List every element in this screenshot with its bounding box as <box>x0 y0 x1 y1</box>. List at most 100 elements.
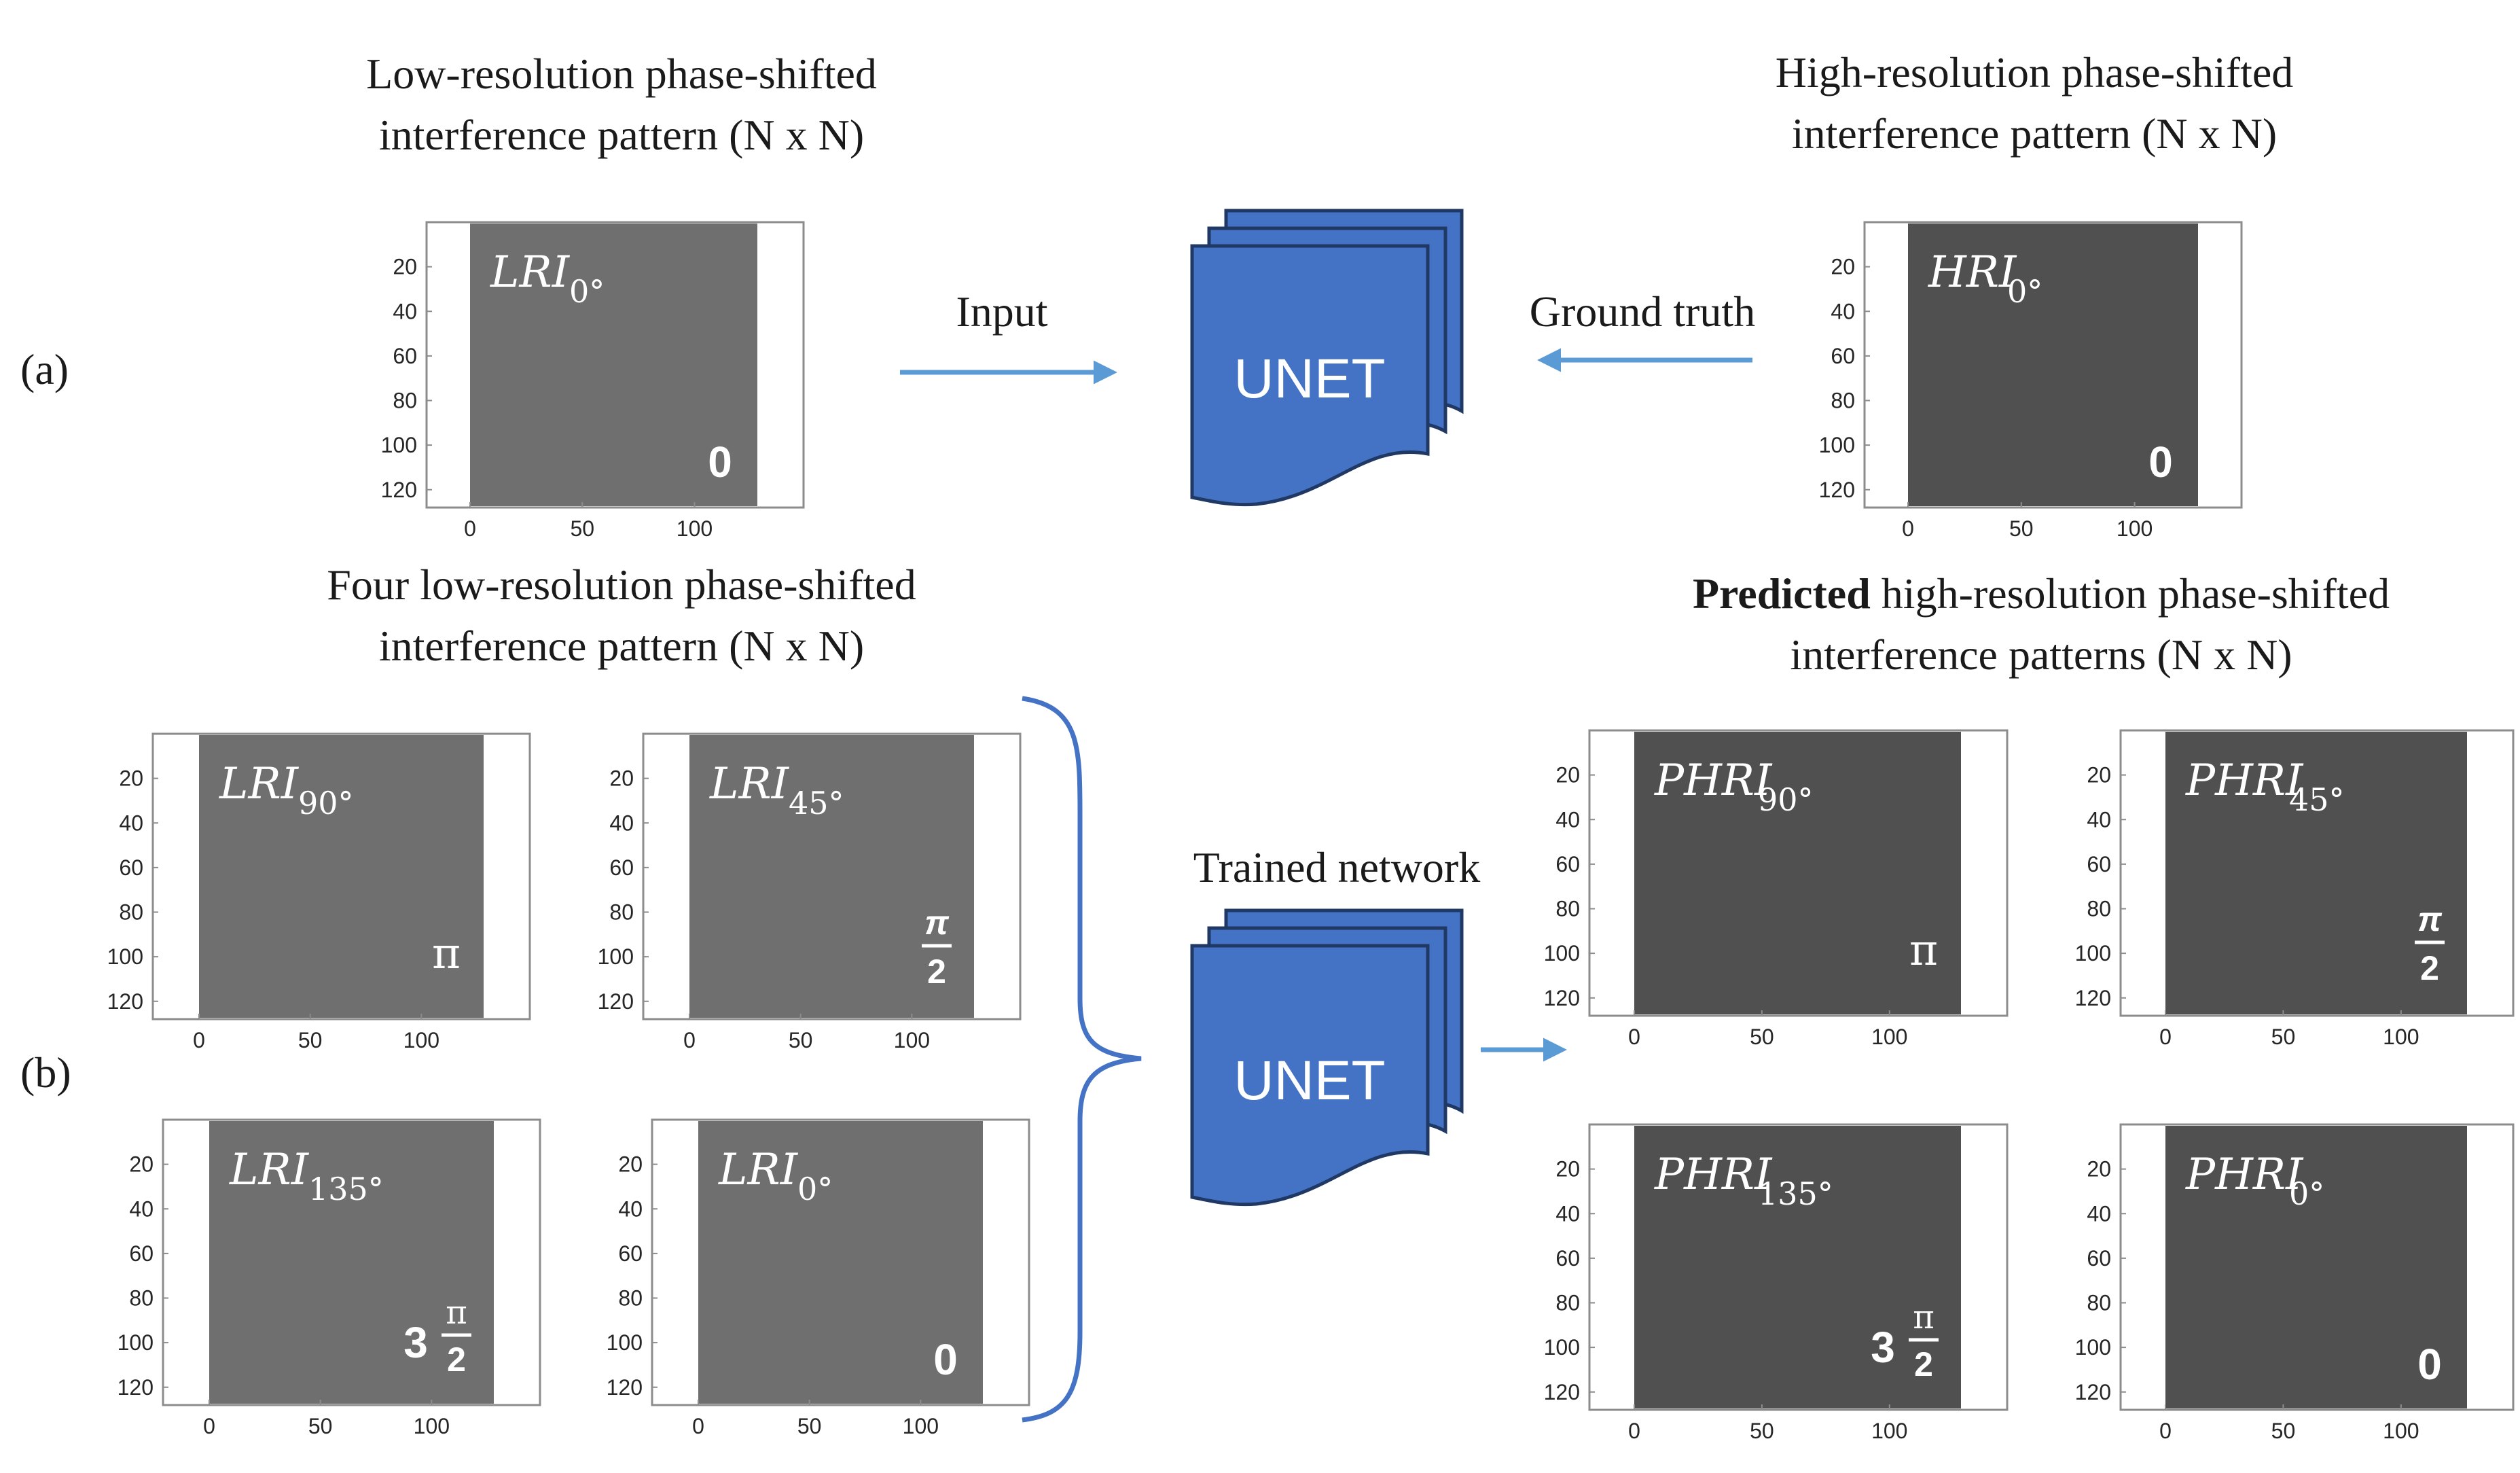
heading-lr-line1: Low-resolution phase-shifted <box>366 50 877 98</box>
plot-b-ph135-ytick-label: 100 <box>1544 1335 1580 1360</box>
plot-b-ph45-xtick-label: 0 <box>2159 1025 2172 1049</box>
plot-b-lr45-ytick-label: 60 <box>609 855 634 880</box>
heading-predicted-rest: high-resolution phase-shifted <box>1871 569 2390 618</box>
plot-a-lr-xtick-label: 0 <box>464 516 476 541</box>
plot-a-hr-ytick-label: 20 <box>1831 255 1855 279</box>
plot-b-ph135-overlay-name: PHRI <box>1654 1150 1773 1200</box>
plot-b-lr135-overlay-sub: 135° <box>308 1171 384 1207</box>
panel-label-a: (a) <box>20 345 69 393</box>
plot-a-lr-xtick-label: 50 <box>570 516 594 541</box>
plot-a-hr-ytick-label: 80 <box>1831 389 1855 413</box>
plot-b-ph90-ytick-label: 40 <box>1555 807 1580 832</box>
plot-b-lr90-ytick-label: 100 <box>107 944 143 969</box>
plot-b-ph45-overlay-sub: 45° <box>2289 781 2345 818</box>
plot-b-ph0-ytick-label: 20 <box>2087 1157 2111 1182</box>
plot-b-ph0-xtick-label: 0 <box>2159 1419 2172 1443</box>
plot-b-lr135-ytick-label: 100 <box>118 1330 154 1355</box>
plot-b-lr90-ytick-label: 120 <box>107 989 143 1014</box>
plot-a-hr-ytick-label: 40 <box>1831 299 1855 323</box>
plot-b-ph135-ytick-label: 120 <box>1544 1380 1580 1404</box>
plot-b-lr0-xtick-label: 100 <box>903 1414 939 1438</box>
heading-four-line1: Four low-resolution phase-shifted <box>327 561 916 609</box>
plot-a-lr-ytick-label: 80 <box>393 389 417 413</box>
plot-a-hr-ytick-label: 60 <box>1831 344 1855 368</box>
plot-b-ph90-overlay-sub: 90° <box>1758 781 1814 818</box>
plot-b-lr90-xtick-label: 50 <box>298 1028 323 1052</box>
plot-b-lr0-texture <box>698 1121 983 1404</box>
plot-a-hr-phase: 0 <box>2148 438 2173 486</box>
plot-b-lr135-xtick-label: 100 <box>414 1414 450 1438</box>
plot-b-ph0-ytick-label: 60 <box>2087 1246 2111 1271</box>
plot-b-lr45-ytick-label: 20 <box>609 766 634 791</box>
unet-block-top: UNET <box>1190 209 1464 507</box>
plot-b-lr90-texture <box>199 735 484 1018</box>
plot-b-ph45-ytick-label: 100 <box>2075 941 2111 965</box>
plot-b-lr0-ytick-label: 80 <box>618 1286 643 1311</box>
plot-b-lr45-ytick-label: 40 <box>609 811 634 835</box>
plot-b-ph0-overlay-sub: 0° <box>2289 1175 2324 1212</box>
plot-a-lr-texture <box>470 224 757 506</box>
plot-b-lr135-ytick-label: 40 <box>129 1196 154 1221</box>
plot-b-ph135-ytick-label: 80 <box>1555 1291 1580 1315</box>
plot-b-ph45-xtick-label: 50 <box>2271 1025 2296 1049</box>
plot-b-lr135-phase-num: π <box>446 1294 467 1332</box>
plot-b-ph45-phase-num: π <box>2417 900 2443 938</box>
unet-block-bottom: UNET <box>1190 908 1464 1207</box>
plot-b-lr135-overlay-name: LRI <box>229 1145 310 1195</box>
plot-b-lr45-ytick-label: 80 <box>609 900 634 925</box>
plot-b-ph0-texture <box>2165 1126 2467 1408</box>
plot-b-lr0-phase: 0 <box>933 1335 958 1384</box>
plot-b-lr0-ytick-label: 60 <box>618 1241 643 1266</box>
plot-b-ph135-ytick-label: 20 <box>1555 1157 1580 1182</box>
plot-b-ph90-texture <box>1634 732 1961 1014</box>
plot-b-ph0-ytick-label: 120 <box>2075 1380 2111 1404</box>
plot-a-lr-ytick-label: 20 <box>393 255 417 279</box>
plot-b-lr90-ytick-label: 60 <box>119 855 143 880</box>
plot-b-lr0-ytick-label: 120 <box>607 1375 643 1400</box>
plot-a-lr-ytick-label: 100 <box>381 433 417 457</box>
heading-lr-line2: interference pattern (N x N) <box>379 111 864 159</box>
plot-b-ph45-ytick-label: 40 <box>2087 807 2111 832</box>
plot-b-lr90-ytick-label: 20 <box>119 766 143 791</box>
plot-b-ph90-ytick-label: 100 <box>1544 941 1580 965</box>
heading-predicted-line1: Predicted high-resolution phase-shifted <box>1693 569 2390 618</box>
plot-b-lr135-ytick-label: 60 <box>129 1241 154 1266</box>
plot-a-hr-xtick-label: 100 <box>2117 516 2153 541</box>
plot-a-hr-ytick-label: 120 <box>1819 478 1855 502</box>
plot-b-ph90-ytick-label: 120 <box>1544 986 1580 1010</box>
plot-b-ph135-phase-coef: 3 <box>1871 1323 1895 1372</box>
plot-a-lr-overlay-sub: 0° <box>569 273 605 310</box>
plot-b-ph135-phase-num: π <box>1913 1298 1934 1336</box>
plot-b-ph0-phase: 0 <box>2417 1340 2442 1389</box>
plot-b-lr135-phase-coef: 3 <box>403 1318 428 1367</box>
plot-a-lr-ytick-label: 120 <box>381 478 417 502</box>
plot-b-lr45-phase-num: π <box>924 904 950 942</box>
plot-a-hr-ytick-label: 100 <box>1819 433 1855 457</box>
plot-b-lr135-phase-den: 2 <box>447 1341 466 1379</box>
plot-b-lr0-xtick-label: 50 <box>797 1414 822 1438</box>
plot-b-ph135-xtick-label: 0 <box>1628 1419 1640 1443</box>
arrow-label-ground-truth: Ground truth <box>1530 287 1755 336</box>
plot-a-lr-ytick-label: 60 <box>393 344 417 368</box>
plot-b-lr45-xtick-label: 0 <box>683 1028 696 1052</box>
plot-b-ph135-ytick-label: 40 <box>1555 1201 1580 1226</box>
plot-b-lr0-ytick-label: 100 <box>607 1330 643 1355</box>
plot-a-lr-overlay-name: LRI <box>490 247 571 298</box>
plot-a-lr-ytick-label: 40 <box>393 299 417 323</box>
plot-b-ph0-ytick-label: 100 <box>2075 1335 2111 1360</box>
heading-predicted-line2: interference patterns (N x N) <box>1790 631 2292 679</box>
plot-b-ph45-xtick-label: 100 <box>2383 1025 2419 1049</box>
heading-four-line2: interference pattern (N x N) <box>379 622 864 670</box>
plot-b-ph135-texture <box>1634 1126 1961 1408</box>
plot-b-lr45-xtick-label: 50 <box>789 1028 813 1052</box>
unet-label-bottom: UNET <box>1234 1050 1385 1112</box>
plot-b-ph135-xtick-label: 50 <box>1750 1419 1774 1443</box>
plot-b-ph0-ytick-label: 80 <box>2087 1291 2111 1315</box>
unet-label-top: UNET <box>1234 348 1385 410</box>
